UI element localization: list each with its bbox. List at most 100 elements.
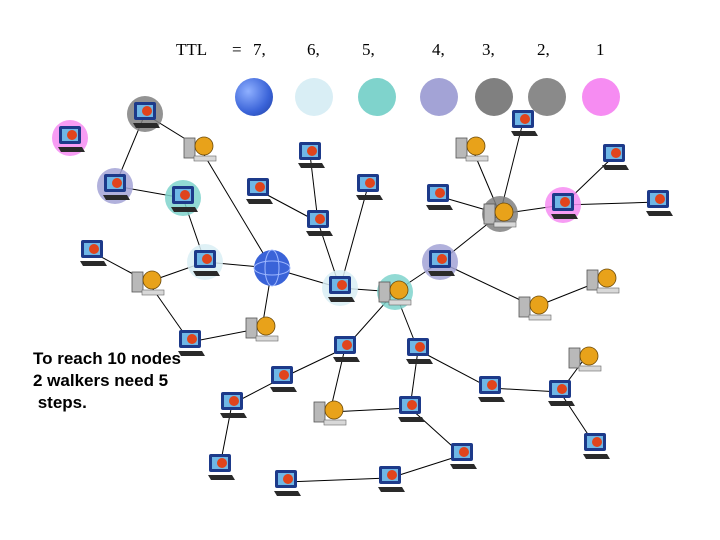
keyboard (208, 475, 235, 480)
keyboard (356, 195, 383, 200)
screen-logo (202, 254, 212, 264)
keyboard (406, 359, 433, 364)
keyboard (246, 199, 273, 204)
computer-node-icon (270, 366, 297, 392)
globe-icon (254, 250, 290, 286)
keyboard (529, 315, 551, 320)
computer-node-icon (422, 244, 458, 280)
keyboard (298, 163, 325, 168)
pc-tower (569, 348, 580, 368)
keyboard (398, 417, 425, 422)
computer-node-icon (545, 187, 581, 223)
pc-tower (519, 297, 530, 317)
computer-node-icon (569, 347, 601, 371)
computer-node-icon (184, 137, 216, 161)
computer-node-icon (80, 240, 107, 266)
keyboard (583, 454, 610, 459)
keyboard (270, 387, 297, 392)
computer-node-icon (132, 271, 164, 295)
keyboard (466, 156, 488, 161)
keyboard (194, 156, 216, 161)
computer-node-icon (511, 110, 538, 136)
computer-node-icon (519, 296, 551, 320)
mascot-face (580, 347, 598, 365)
screen-logo (279, 370, 289, 380)
keyboard (450, 464, 477, 469)
caption: To reach 10 nodes 2 walkers need 5 steps… (33, 348, 203, 414)
keyboard (133, 123, 160, 128)
keyboard (426, 205, 453, 210)
screen-logo (342, 340, 352, 350)
computer-node-icon (187, 244, 223, 280)
screen-logo (415, 342, 425, 352)
computer-node-icon (298, 142, 325, 168)
screen-logo (435, 188, 445, 198)
computer-node-icon (97, 168, 133, 204)
keyboard (389, 300, 411, 305)
computer-node-icon (246, 178, 273, 204)
pc-tower (456, 138, 467, 158)
computer-node-icon (426, 184, 453, 210)
keyboard (220, 413, 247, 418)
pc-tower (246, 318, 257, 338)
computer-node-icon (333, 336, 360, 362)
network-edges (92, 114, 658, 482)
screen-logo (387, 470, 397, 480)
computer-node-icon (356, 174, 383, 200)
screen-logo (315, 214, 325, 224)
keyboard (80, 261, 107, 266)
keyboard (142, 290, 164, 295)
computer-node-icon (583, 433, 610, 459)
keyboard (306, 231, 333, 236)
screen-logo (459, 447, 469, 457)
computer-node-icon (398, 396, 425, 422)
mascot-face (143, 271, 161, 289)
mascot-face (390, 281, 408, 299)
keyboard (328, 297, 355, 302)
screen-logo (112, 178, 122, 188)
computer-node-icon (406, 338, 433, 364)
computer-node-icon (52, 120, 88, 156)
edge-39 (286, 478, 390, 482)
mascot-face (530, 296, 548, 314)
computer-node-icon (322, 270, 358, 306)
keyboard (193, 271, 220, 276)
keyboard (494, 222, 516, 227)
screen-logo (255, 182, 265, 192)
screen-logo (560, 197, 570, 207)
screen-logo (67, 130, 77, 140)
keyboard (274, 491, 301, 496)
mascot-face (495, 203, 513, 221)
screen-logo (487, 380, 497, 390)
pc-tower (314, 402, 325, 422)
keyboard (579, 366, 601, 371)
screen-logo (142, 106, 152, 116)
screen-logo (229, 396, 239, 406)
computer-node-icon (450, 443, 477, 469)
keyboard (378, 487, 405, 492)
pc-tower (484, 204, 495, 224)
computer-node-icon (246, 317, 278, 341)
screen-logo (437, 254, 447, 264)
computer-node-icon (587, 269, 619, 293)
mascot-face (598, 269, 616, 287)
mascot-face (257, 317, 275, 335)
screen-logo (365, 178, 375, 188)
keyboard (511, 131, 538, 136)
mascot-face (195, 137, 213, 155)
screen-logo (89, 244, 99, 254)
keyboard (428, 271, 455, 276)
screen-logo (520, 114, 530, 124)
mascot-face (325, 401, 343, 419)
computer-node-icon (314, 401, 346, 425)
computer-node-icon (482, 196, 518, 232)
keyboard (324, 420, 346, 425)
computer-node-icon (127, 96, 163, 132)
network-nodes (52, 96, 673, 496)
computer-node-icon (274, 470, 301, 496)
screen-logo (611, 148, 621, 158)
caption-line-1: To reach 10 nodes (33, 348, 203, 370)
keyboard (548, 401, 575, 406)
screen-logo (187, 334, 197, 344)
